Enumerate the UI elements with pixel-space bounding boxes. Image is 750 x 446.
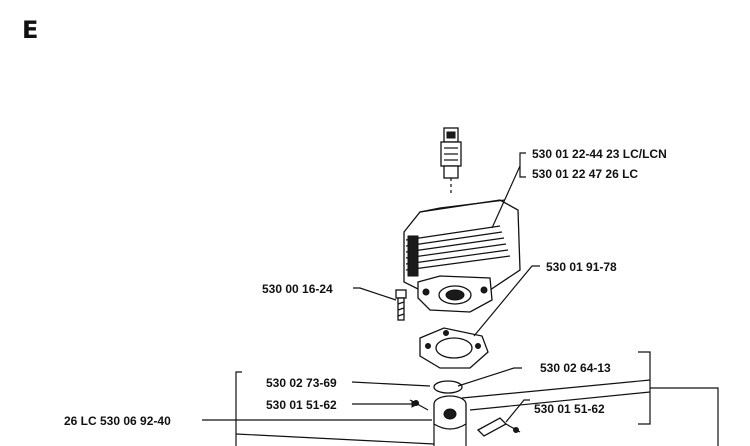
cylinder-leader <box>491 165 521 229</box>
pin-clip-right-leader <box>505 399 530 423</box>
piston-assembly-line-2 <box>235 433 435 445</box>
section-letter: E <box>22 16 38 44</box>
screw-leader <box>353 287 397 301</box>
piston-drawing <box>433 395 467 446</box>
piston-pin-drawing <box>476 417 521 437</box>
cylinder-part-number-2: 530 01 22 47 26 LC <box>532 167 638 181</box>
right-bracket <box>638 351 651 425</box>
ring-part-number: 530 02 64-13 <box>540 361 611 375</box>
piston-ring-drawing <box>433 380 463 394</box>
circlip-leader <box>351 381 431 387</box>
pin-clip-left-part-number: 530 01 51-62 <box>266 398 337 412</box>
gasket-leader <box>473 265 540 337</box>
right-bracket-line-1 <box>461 379 651 399</box>
cylinder-drawing <box>403 199 521 313</box>
spark-plug-drawing <box>440 127 462 196</box>
screw-drawing <box>395 289 407 321</box>
piston-assembly-bracket <box>235 371 242 446</box>
right-bracket-line-2 <box>469 391 651 411</box>
ring-leader <box>457 367 522 387</box>
circlip-part-number: 530 02 73-69 <box>266 376 337 390</box>
pin-clip-right-part-number: 530 01 51-62 <box>534 402 605 416</box>
gasket-drawing <box>419 327 489 369</box>
piston-assembly-part-number: 26 LC 530 06 92-40 <box>64 414 171 428</box>
screw-part-number: 530 00 16-24 <box>262 282 333 296</box>
cylinder-part-number-1: 530 01 22-44 23 LC/LCN <box>532 147 667 161</box>
cylinder-label-bracket <box>519 152 526 178</box>
right-bracket-leader <box>650 387 719 446</box>
gasket-part-number: 530 01 91-78 <box>546 260 617 274</box>
pin-clip-left-arrow <box>411 400 420 408</box>
